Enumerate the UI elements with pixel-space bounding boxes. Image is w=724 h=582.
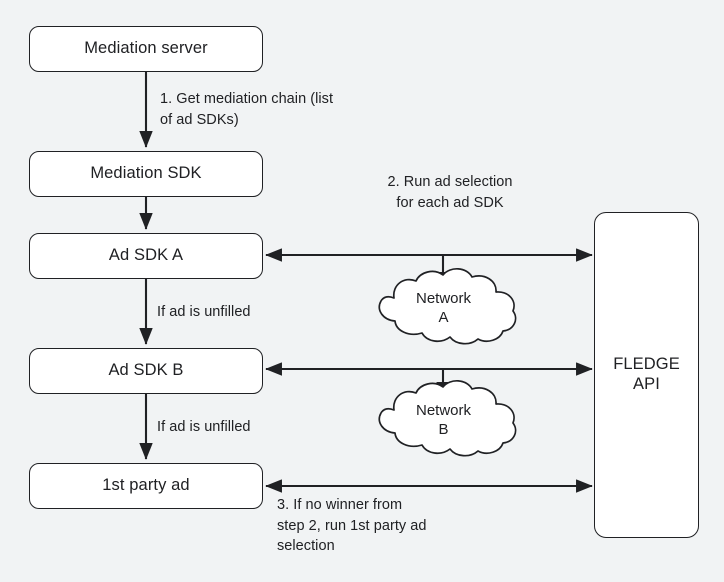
node-ad-sdk-a-label: Ad SDK A (108, 246, 184, 265)
node-first-party-ad-label: 1st party ad (102, 476, 190, 495)
node-fledge-api-label: FLEDGE API (613, 355, 680, 393)
node-fledge-api[interactable]: FLEDGE API (594, 212, 699, 538)
node-ad-sdk-a[interactable]: Ad SDK A (29, 233, 263, 279)
node-mediation-server-label: Mediation server (84, 39, 208, 58)
node-first-party-ad[interactable]: 1st party ad (29, 463, 263, 509)
node-mediation-sdk[interactable]: Mediation SDK (29, 151, 263, 197)
node-ad-sdk-b-label: Ad SDK B (108, 361, 184, 380)
network-a-cloud-shape (378, 268, 517, 345)
edge-label-unfilled-a: If ad is unfilled (157, 304, 251, 320)
edge-label-step-2: 2. Run ad selection for each ad SDK (387, 174, 513, 211)
node-mediation-sdk-label: Mediation SDK (90, 164, 202, 183)
node-ad-sdk-b[interactable]: Ad SDK B (29, 348, 263, 394)
edge-label-step-3: 3. If no winner from step 2, run 1st par… (277, 497, 427, 555)
edge-label-step-1: 1. Get mediation chain (list of ad SDKs) (160, 91, 334, 128)
node-mediation-server[interactable]: Mediation server (29, 26, 263, 72)
network-b-cloud-shape (378, 380, 517, 457)
edge-label-unfilled-b: If ad is unfilled (157, 419, 251, 435)
